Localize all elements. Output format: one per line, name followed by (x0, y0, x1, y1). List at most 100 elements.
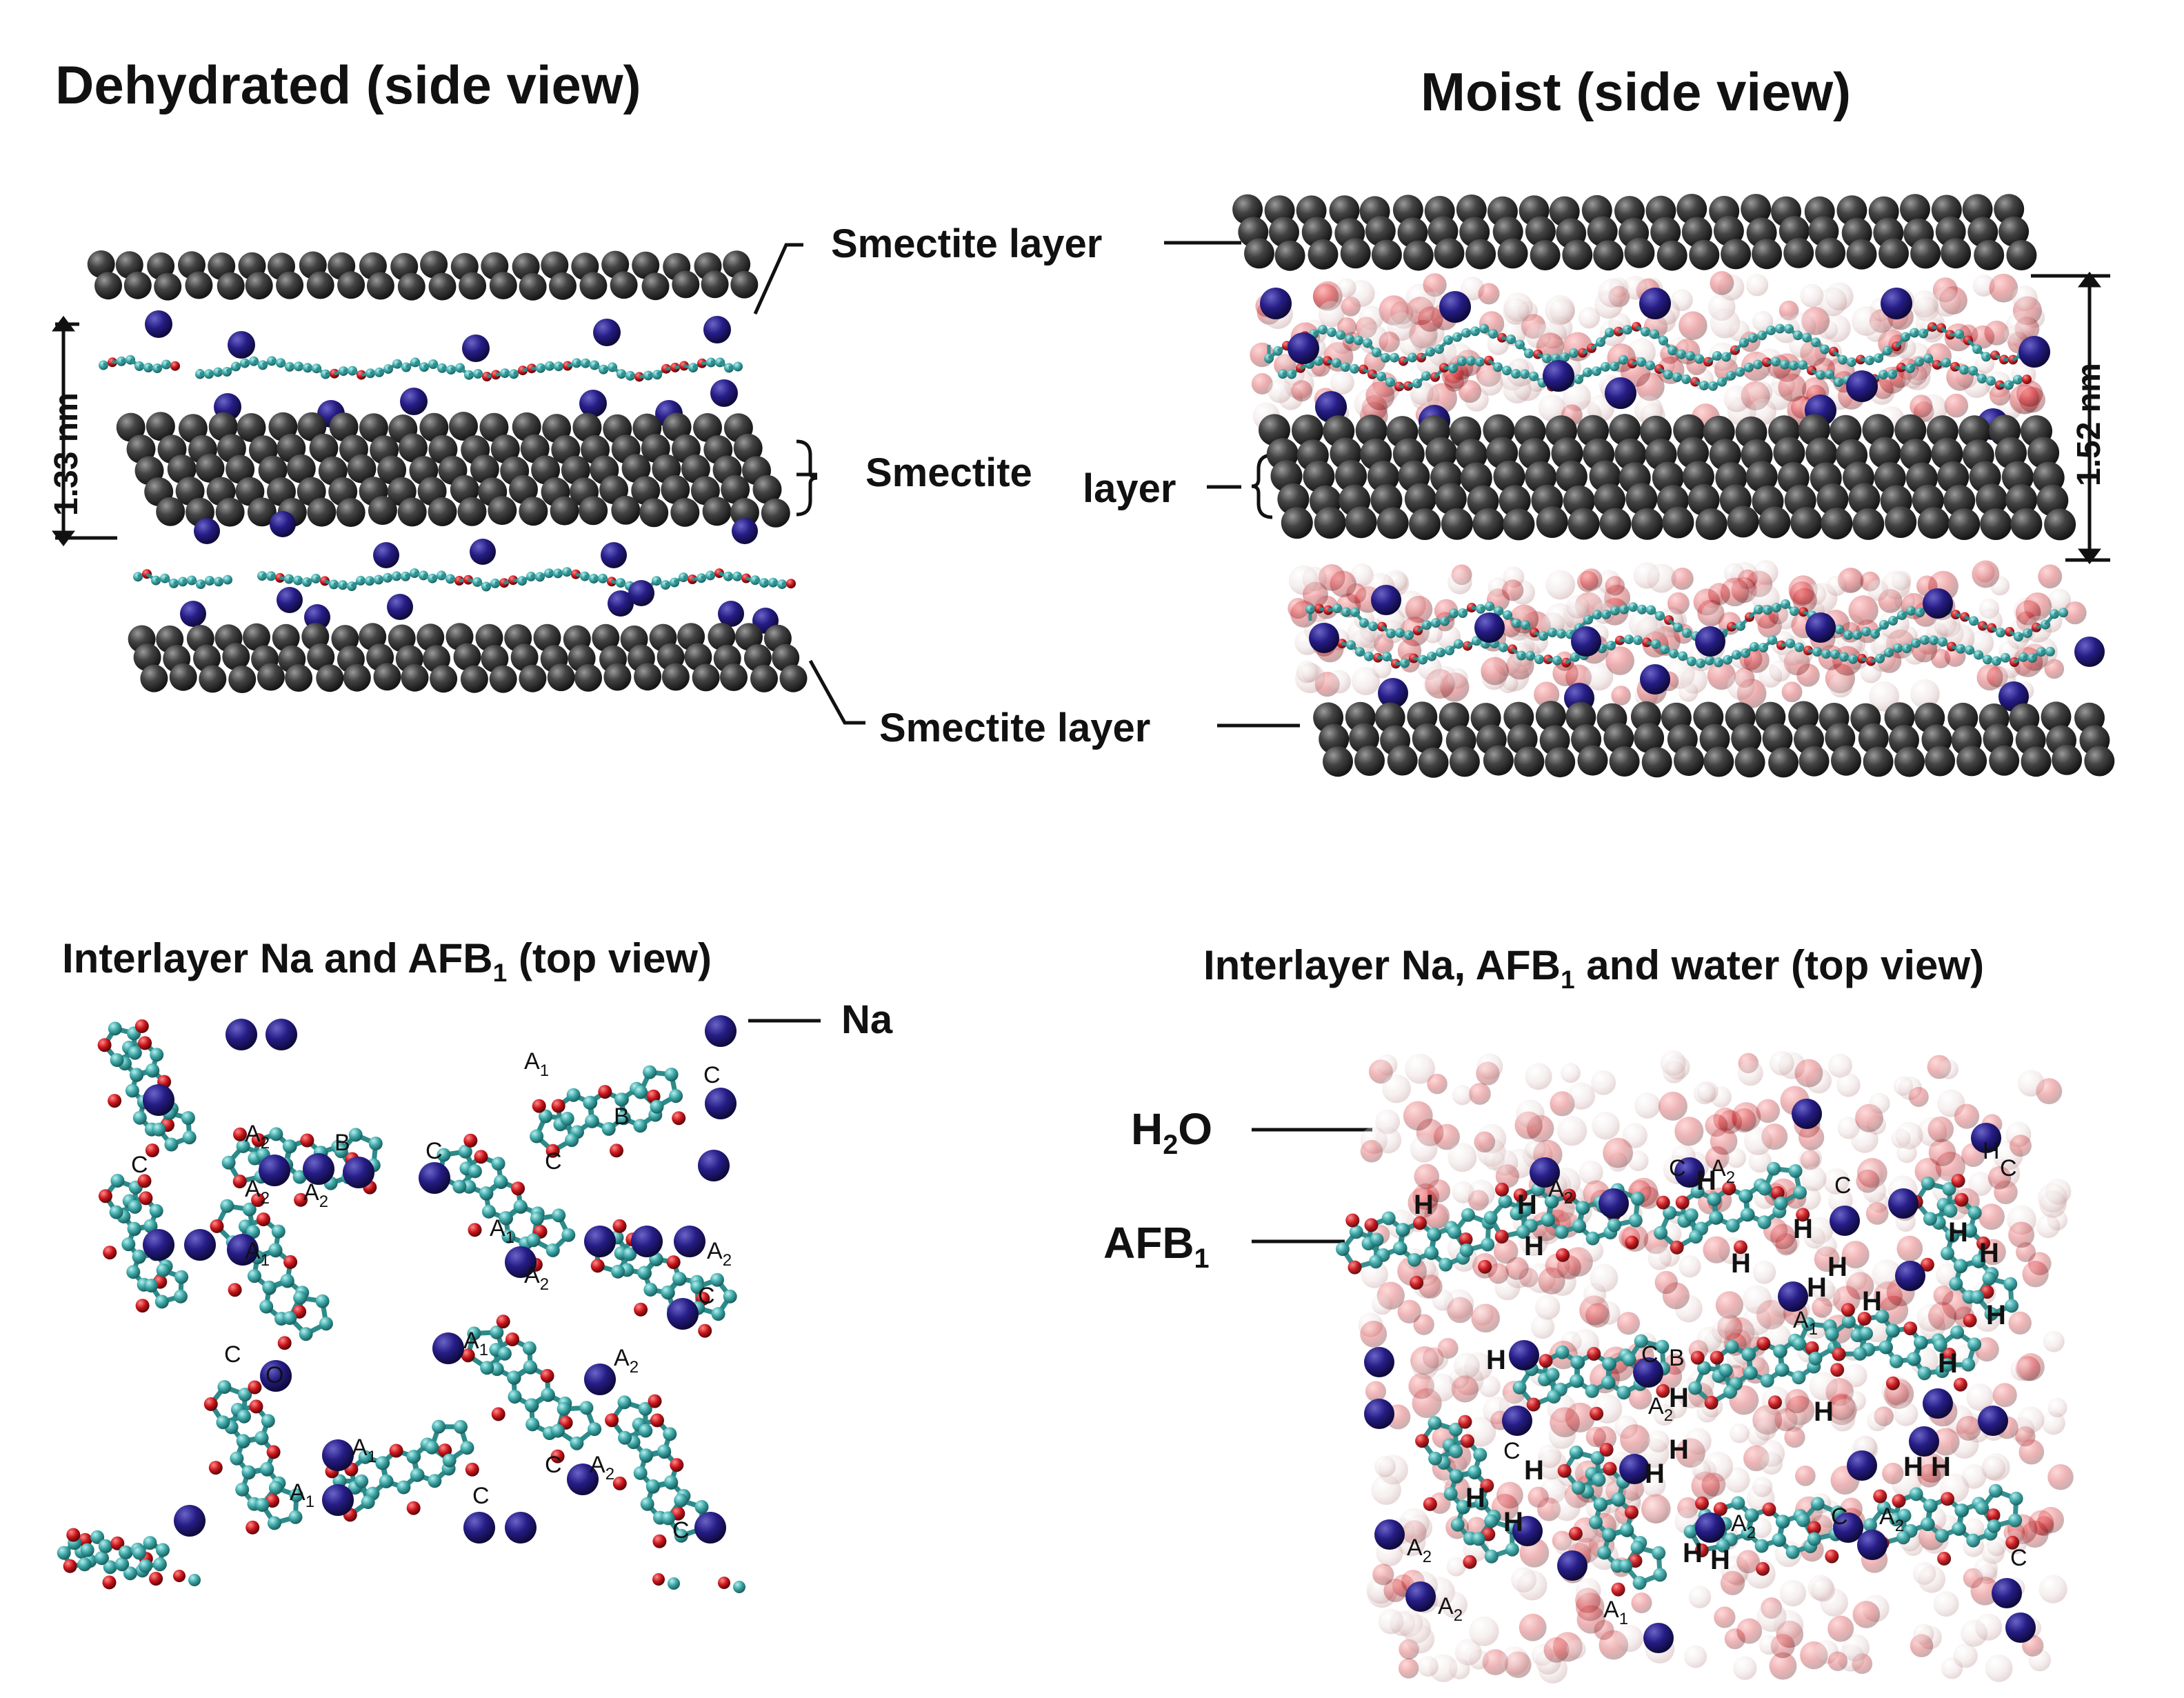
water-molecule (1732, 1108, 1756, 1133)
water-molecule (1478, 283, 1500, 305)
afb-atom (315, 1294, 330, 1308)
afb-atom (1619, 1559, 1633, 1573)
water-molecule (1538, 1444, 1562, 1468)
atom-label: A2 (1879, 1504, 1904, 1535)
afb-atom (1634, 1334, 1648, 1348)
smectite-atom (397, 497, 427, 527)
water-molecule (1375, 1127, 1402, 1154)
oxygen-atom (610, 1143, 623, 1158)
smectite-atom (735, 623, 763, 651)
afb-atom (530, 1129, 544, 1143)
water-molecule (1733, 1656, 1757, 1680)
afb-atom (174, 1270, 189, 1284)
water-molecule (1397, 1299, 1421, 1324)
oxygen-atom (1885, 1376, 1900, 1390)
afb-atom (479, 1186, 493, 1201)
svg-text:C: C (1669, 1155, 1686, 1181)
afb-atom (1473, 1448, 1487, 1462)
afb-atom (1513, 1188, 1527, 1202)
water-molecule (1756, 1099, 1781, 1123)
svg-text:H: H (1503, 1507, 1523, 1537)
smectite-atom (708, 623, 736, 651)
afb-atom (1785, 1545, 1800, 1559)
svg-text:C: C (425, 1138, 443, 1164)
atom-label: A1 (290, 1479, 314, 1511)
water-molecule (1530, 1315, 1555, 1339)
sodium-ion (387, 594, 413, 620)
svg-text:H: H (1731, 1248, 1751, 1279)
water-molecule (1605, 646, 1635, 675)
sodium-ion (705, 1088, 737, 1119)
afb-atom (1654, 1226, 1668, 1240)
water-molecule (1647, 1246, 1672, 1270)
afb-atom (1602, 1528, 1616, 1542)
oxygen-atom (465, 1462, 479, 1477)
smectite-atom (1941, 238, 1972, 269)
sodium-ion (1309, 623, 1339, 653)
afb-atom (1562, 1188, 1576, 1203)
afb-atom (1770, 1186, 1785, 1200)
afb-atom (1772, 1532, 1786, 1547)
afb-atom (127, 1221, 141, 1236)
afb-atom (1439, 1257, 1453, 1272)
water-molecule (2010, 1358, 2034, 1381)
water-molecule (1479, 1375, 1501, 1397)
smectite-atom (1674, 746, 1704, 777)
smectite-atom (430, 665, 458, 693)
water-molecule (1896, 1142, 1917, 1163)
afb-atom (319, 1317, 333, 1331)
smectite-atom (603, 663, 632, 691)
afb-atom (690, 1280, 705, 1295)
afb-atom (1758, 1181, 1772, 1196)
afb-atom (334, 1144, 348, 1159)
afb-atom (1987, 1519, 2001, 1533)
water-molecule (1268, 379, 1292, 403)
smectite-atom (1525, 216, 1556, 247)
afb-atom (432, 1419, 446, 1434)
oxygen-atom (1953, 1377, 1967, 1392)
water-molecule (1726, 1148, 1747, 1168)
water-molecule (1525, 1063, 1552, 1090)
smectite-atom (1593, 240, 1624, 271)
afb-atom (266, 1445, 281, 1459)
water-molecule (1443, 1289, 1474, 1319)
afb-atom (1954, 1192, 1969, 1207)
sodium-ion (1364, 1347, 1394, 1377)
afb-atom (1741, 1347, 1756, 1361)
afb-atom (1450, 1517, 1465, 1532)
water-molecule (1970, 1577, 2000, 1606)
oxygen-atom (173, 1570, 186, 1582)
water-molecule (1545, 570, 1576, 600)
water-molecule (1845, 1391, 1866, 1412)
svg-text:H: H (1524, 1231, 1544, 1261)
afb-atom (1518, 1203, 1532, 1217)
water-molecule (2022, 1261, 2049, 1288)
smectite-atom (373, 663, 401, 691)
water-molecule (1968, 1172, 1993, 1197)
afb-atom (110, 1174, 125, 1188)
sodium-ion (1846, 370, 1878, 402)
smectite-atom (1455, 439, 1487, 471)
water-molecule (1976, 664, 2003, 691)
water-molecule (1718, 1314, 1738, 1334)
smectite-atom (285, 664, 313, 692)
afb-atom (1897, 1508, 1912, 1523)
afb-atom (129, 1068, 143, 1082)
afb-atom (1484, 1514, 1499, 1528)
water-molecule (1487, 1263, 1509, 1284)
afb-atom (1592, 1472, 1606, 1487)
afb-atom (144, 1279, 159, 1292)
afb-atom (1857, 1312, 1872, 1326)
afb-atom (293, 1290, 308, 1305)
sodium-ion (1509, 1340, 1539, 1370)
afb-atom (246, 1225, 261, 1239)
afb-atom (292, 1170, 307, 1184)
oxygen-atom (491, 1407, 505, 1421)
afb-atom (1963, 1223, 1977, 1237)
afb-atom (468, 1164, 482, 1179)
water-molecule (1647, 1430, 1670, 1452)
afb-atom (723, 1289, 737, 1304)
smectite-atom (1277, 483, 1310, 515)
water-molecule (1810, 1577, 1836, 1602)
water-molecule (1743, 1126, 1772, 1156)
